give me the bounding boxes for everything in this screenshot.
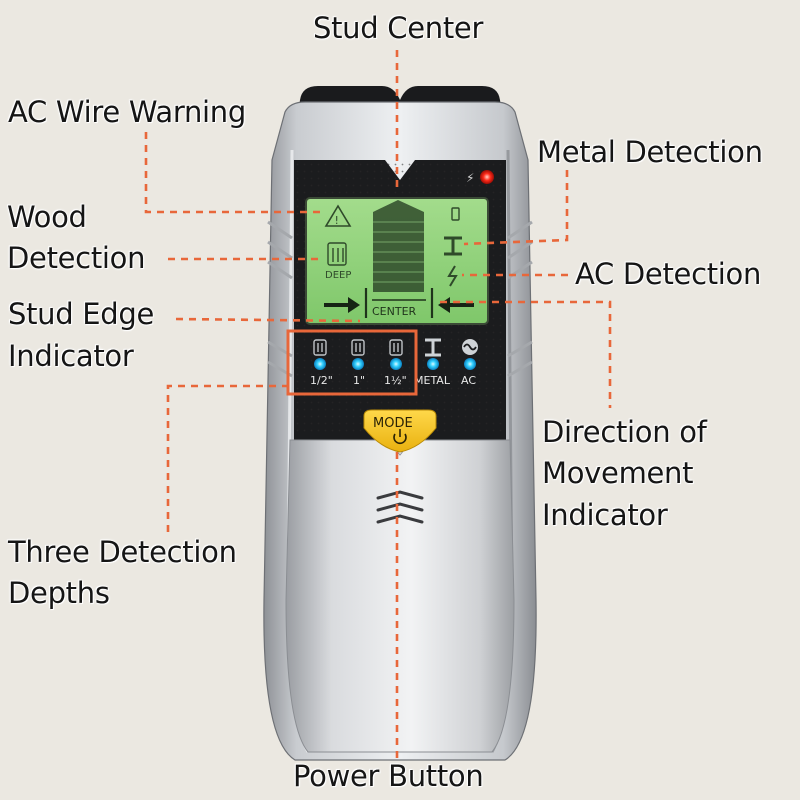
ac-bolt-icon [447, 265, 458, 287]
label-depths-2: Depths [8, 576, 110, 610]
label-wood-detection-2: Detection [7, 241, 146, 275]
device-lower-body [285, 439, 515, 753]
ac-label: AC [461, 374, 476, 387]
lightning-icon: ⚡ [466, 171, 474, 185]
label-direction-3: Indicator [542, 498, 668, 532]
red-indicator-light [480, 170, 494, 184]
metal-icon [444, 236, 462, 256]
label-depths-1: Three Detection [8, 535, 237, 569]
leader-metal-detection [463, 170, 569, 246]
label-ac-wire-warning: AC Wire Warning [8, 95, 246, 129]
depth-led-1 [314, 358, 326, 370]
leader-ac-wire-warning [144, 132, 326, 214]
stud-finder-device: ⚡ ! DEEP CENTER [263, 86, 537, 761]
depth-label-1: 1/2" [310, 374, 333, 387]
metal-label: METAL [414, 374, 451, 387]
label-stud-edge-1: Stud Edge [8, 297, 155, 331]
label-direction-2: Movement [542, 456, 694, 490]
stud-bargraph [373, 200, 424, 292]
leader-depths [166, 384, 288, 532]
screen-center-label: CENTER [372, 305, 417, 318]
screen-deep-label: DEEP [325, 270, 351, 281]
power-icon [393, 429, 407, 445]
label-direction-1: Direction of [542, 415, 707, 449]
metal-led-icon [425, 338, 441, 357]
depth-label-3: 1½" [384, 374, 407, 387]
metal-led [427, 358, 439, 370]
mode-button[interactable]: MODE [363, 409, 437, 453]
leader-direction [440, 300, 612, 408]
depth-highlight-box [286, 329, 418, 396]
mode-button-label: MODE [373, 416, 413, 431]
depth-label-2: 1" [353, 374, 365, 387]
label-power-button: Power Button [293, 759, 484, 793]
ac-led [464, 358, 476, 370]
label-stud-edge-2: Indicator [8, 339, 134, 373]
label-metal-detection: Metal Detection [537, 135, 763, 169]
label-ac-detection: AC Detection [575, 257, 762, 291]
leader-lines [144, 50, 612, 758]
label-stud-center: Stud Center [313, 11, 484, 45]
right-grip-ridges [507, 220, 533, 378]
wood-icon [327, 242, 347, 266]
depth-led-2 [352, 358, 364, 370]
battery-icon [451, 207, 460, 221]
svg-text:!: ! [335, 214, 339, 227]
speaker-vents [376, 490, 424, 524]
depth-icons [313, 339, 403, 356]
depth-led-3 [390, 358, 402, 370]
right-arrow-icon [324, 297, 360, 313]
ac-warning-icon [324, 204, 352, 227]
label-wood-detection-1: Wood [7, 200, 87, 234]
leader-stud-edge [175, 317, 361, 323]
